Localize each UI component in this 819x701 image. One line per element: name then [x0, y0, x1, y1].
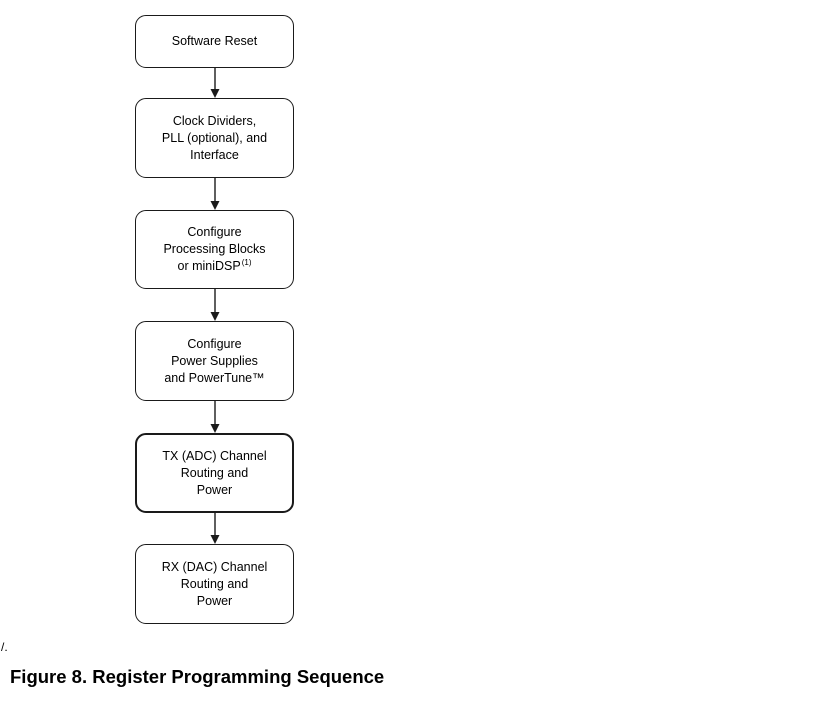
step-line: PLL (optional), and [161, 130, 268, 145]
step-line: and PowerTune™ [164, 370, 265, 385]
step-line: Routing and [180, 576, 249, 591]
step-line: Processing Blocks [163, 242, 266, 256]
step-software-reset: Software Reset [135, 15, 294, 68]
step-line: Interface [190, 147, 239, 162]
step-configure-power-supplies: Configure Power Supplies and PowerTune™ [135, 321, 294, 401]
step-line: Clock Dividers, [172, 113, 257, 128]
stray-mark: /. [1, 640, 8, 654]
step-line-text: or miniDSP [177, 259, 241, 273]
figure-caption: Figure 8. Register Programming Sequence [10, 666, 385, 687]
step-configure-processing-blocks: Configure Processing Blocks or miniDSP(1… [135, 210, 294, 289]
arrow-connector [208, 401, 222, 433]
step-line: Power [196, 482, 233, 497]
step-line: Configure [187, 225, 242, 239]
arrow-connector [208, 513, 222, 544]
step-line: Power Supplies [171, 353, 258, 368]
footnote-marker: (1) [241, 258, 252, 267]
step-line: Software Reset [171, 34, 258, 48]
arrow-connector [208, 289, 222, 321]
step-line: Configure [187, 336, 242, 351]
step-line: TX (ADC) Channel [162, 448, 267, 463]
step-clock-dividers: Clock Dividers, PLL (optional), and Inte… [135, 98, 294, 178]
step-tx-adc-channel: TX (ADC) Channel Routing and Power [135, 433, 294, 513]
step-line: or miniDSP(1) [163, 258, 265, 275]
arrow-connector [208, 68, 222, 98]
step-rx-dac-channel: RX (DAC) Channel Routing and Power [135, 544, 294, 624]
arrow-connector [208, 178, 222, 210]
step-line: RX (DAC) Channel [161, 559, 268, 574]
step-line: Power [196, 593, 233, 608]
step-line: Routing and [180, 465, 249, 480]
